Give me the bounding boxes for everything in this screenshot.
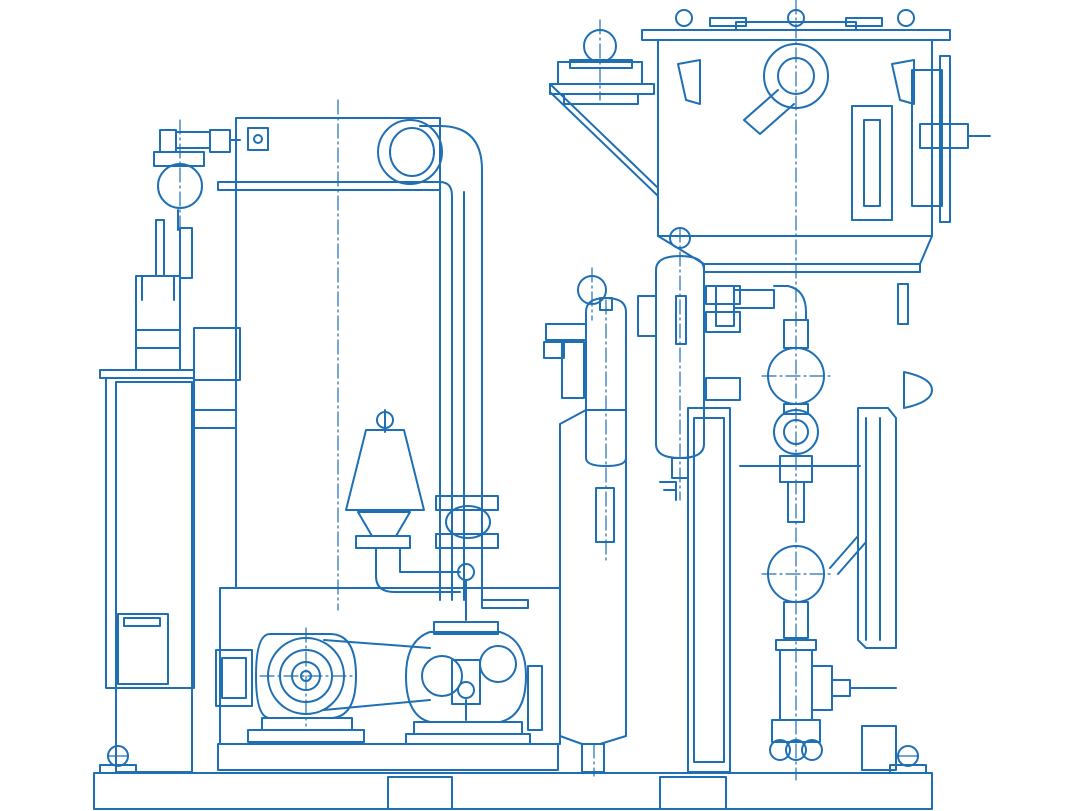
blower-icon: [405, 621, 543, 745]
hopper-tank-icon: [549, 0, 991, 781]
tall-enclosure-icon: [215, 99, 561, 771]
valve-stack-icon: [715, 285, 897, 761]
small-vessel-icon: [637, 227, 741, 773]
vertical-pipe-icon: [345, 119, 529, 621]
electric-motor-icon: [247, 627, 431, 743]
separator-vessel-icon: [543, 267, 627, 777]
base-frame-icon: [93, 745, 933, 810]
control-cabinet-icon: [99, 119, 241, 773]
